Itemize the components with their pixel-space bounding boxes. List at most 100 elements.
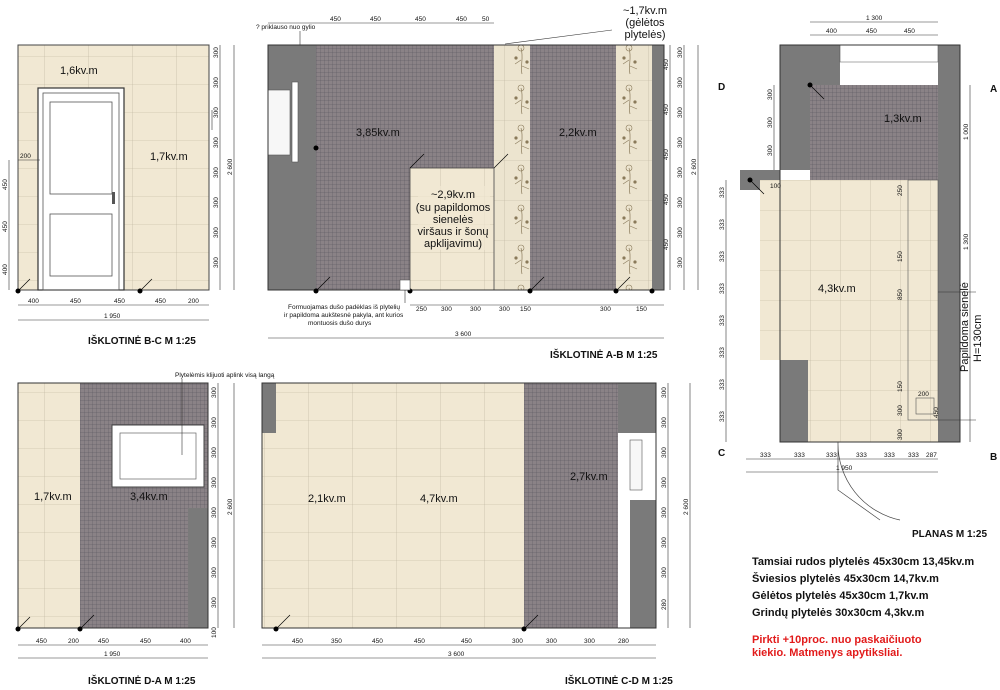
door-panel-upper — [49, 101, 113, 195]
svg-text:333: 333 — [719, 187, 726, 198]
svg-text:300: 300 — [211, 477, 218, 488]
svg-text:150: 150 — [636, 306, 647, 313]
plan-caption: PLANAS M 1:25 — [912, 529, 987, 540]
tile-start-marker-icon — [313, 145, 319, 151]
svg-text:(gėlėtos: (gėlėtos — [625, 17, 665, 29]
ab-caption: IŠKLOTINĖ A-B M 1:25 — [550, 348, 658, 361]
svg-text:450: 450 — [70, 298, 81, 305]
ab-right-wall — [652, 45, 664, 290]
cd-dark-tiles — [524, 383, 618, 628]
cd-bottom-dims: 450 350 450 450 450 300 300 300 280 — [292, 638, 629, 645]
svg-text:1 300: 1 300 — [963, 233, 970, 250]
plan-left-dims: 333 333 333 333 333 333 333 333 — [719, 187, 726, 422]
ab-right-dims: 300 300 300 300 300 300 300 300 — [677, 47, 684, 268]
svg-text:250: 250 — [897, 185, 904, 196]
svg-text:300: 300 — [213, 107, 220, 118]
svg-text:400: 400 — [2, 264, 9, 275]
svg-text:450: 450 — [663, 104, 670, 115]
ab-decor-tiles-right — [616, 45, 652, 290]
summary-row-floor: Grindų plytelės 30x30cm 4,3kv.m — [752, 607, 925, 619]
da-area-left: 1,7kv.m — [34, 491, 72, 503]
plan-top-dims: 400 450 450 — [826, 28, 915, 35]
svg-text:100: 100 — [770, 183, 781, 190]
ab-dark-tiles-right — [530, 45, 616, 290]
svg-text:ir papildoma aukštesnė pakyla,: ir papildoma aukštesnė pakyla, ant kurio… — [284, 312, 404, 319]
plan-door-swing — [837, 441, 901, 521]
plan-corner-d: D — [718, 82, 725, 93]
svg-text:300: 300 — [211, 507, 218, 518]
bc-right-dims: 300 300 300 300 300 300 300 300 2 600 — [213, 47, 234, 268]
svg-text:333: 333 — [719, 315, 726, 326]
svg-text:300: 300 — [213, 47, 220, 58]
svg-text:150: 150 — [520, 306, 531, 313]
plan-area-top: 1,3kv.m — [884, 113, 922, 125]
svg-text:333: 333 — [719, 411, 726, 422]
svg-text:450: 450 — [330, 16, 341, 23]
svg-text:287: 287 — [926, 452, 937, 459]
summary-warning: Pirkti +10proc. nuo paskaičiuoto kiekio.… — [752, 634, 922, 659]
ab-area-center: ~2,9kv.m (su papildomos sienelės viršaus… — [416, 186, 491, 250]
svg-text:333: 333 — [719, 347, 726, 358]
svg-text:300: 300 — [661, 507, 668, 518]
svg-text:300: 300 — [211, 387, 218, 398]
bc-area-top: 1,6kv.m — [60, 65, 98, 77]
svg-text:850: 850 — [897, 289, 904, 300]
plan-area-main: 4,3kv.m — [818, 283, 856, 295]
svg-text:333: 333 — [719, 219, 726, 230]
floor-plan: 1,3kv.m 4,3kv.m 100 D A C B 1 300 400 45… — [718, 15, 997, 540]
svg-text:200: 200 — [188, 298, 199, 305]
svg-text:300: 300 — [213, 257, 220, 268]
svg-text:2 600: 2 600 — [691, 158, 698, 175]
cd-caption: IŠKLOTINĖ C-D M 1:25 — [565, 674, 673, 687]
svg-text:300: 300 — [897, 429, 904, 440]
tile-start-marker-icon — [649, 288, 655, 294]
cd-right-dims: 300 300 300 300 300 300 300 280 — [661, 387, 668, 610]
plan-bottom-dims: 333 333 333 333 333 333 287 — [760, 452, 937, 459]
svg-text:333: 333 — [719, 283, 726, 294]
bc-area-right: 1,7kv.m — [150, 151, 188, 163]
svg-text:300: 300 — [211, 567, 218, 578]
svg-text:150: 150 — [897, 381, 904, 392]
svg-text:300: 300 — [677, 257, 684, 268]
svg-text:150: 150 — [897, 251, 904, 262]
svg-text:300: 300 — [211, 537, 218, 548]
cd-area-b: 4,7kv.m — [420, 493, 458, 505]
svg-text:300: 300 — [584, 638, 595, 645]
svg-text:300: 300 — [211, 447, 218, 458]
svg-text:300: 300 — [661, 567, 668, 578]
svg-text:300: 300 — [211, 597, 218, 608]
svg-text:333: 333 — [884, 452, 895, 459]
da-caption: IŠKLOTINĖ D-A M 1:25 — [88, 674, 196, 687]
svg-text:300: 300 — [213, 167, 220, 178]
elevation-a-b: 3,85kv.m 2,2kv.m ~2,9kv.m (su papildomos… — [256, 5, 699, 361]
svg-text:H=130cm: H=130cm — [972, 315, 984, 362]
svg-text:300: 300 — [213, 137, 220, 148]
ab-area-left: 3,85kv.m — [356, 127, 400, 139]
svg-text:450: 450 — [663, 59, 670, 70]
svg-text:333: 333 — [856, 452, 867, 459]
plan-left-top-dims: 300 300 300 — [767, 89, 774, 156]
svg-text:50: 50 — [482, 16, 490, 23]
svg-text:450: 450 — [370, 16, 381, 23]
svg-text:200: 200 — [918, 391, 929, 398]
plan-wall-right — [910, 45, 960, 442]
svg-text:400: 400 — [28, 298, 39, 305]
svg-text:333: 333 — [719, 251, 726, 262]
svg-text:300: 300 — [767, 145, 774, 156]
svg-text:450: 450 — [414, 638, 425, 645]
svg-text:300: 300 — [213, 77, 220, 88]
svg-text:300: 300 — [661, 477, 668, 488]
ab-area-right: 2,2kv.m — [559, 127, 597, 139]
svg-text:300: 300 — [600, 306, 611, 313]
svg-text:300: 300 — [499, 306, 510, 313]
svg-text:300: 300 — [470, 306, 481, 313]
svg-text:montuosis dušo durys: montuosis dušo durys — [308, 320, 372, 327]
ab-right-decor-dims: 450 450 450 450 450 — [663, 59, 670, 250]
summary-row-light: Šviesios plytelės 45x30cm 14,7kv.m — [752, 573, 939, 585]
svg-text:1 950: 1 950 — [104, 313, 121, 320]
material-summary: Tamsiai rudos plytelės 45x30cm 13,45kv.m… — [752, 556, 992, 660]
svg-text:450: 450 — [372, 638, 383, 645]
svg-text:300: 300 — [661, 387, 668, 398]
cd-left-wall — [262, 383, 276, 433]
svg-text:2 600: 2 600 — [227, 498, 234, 515]
